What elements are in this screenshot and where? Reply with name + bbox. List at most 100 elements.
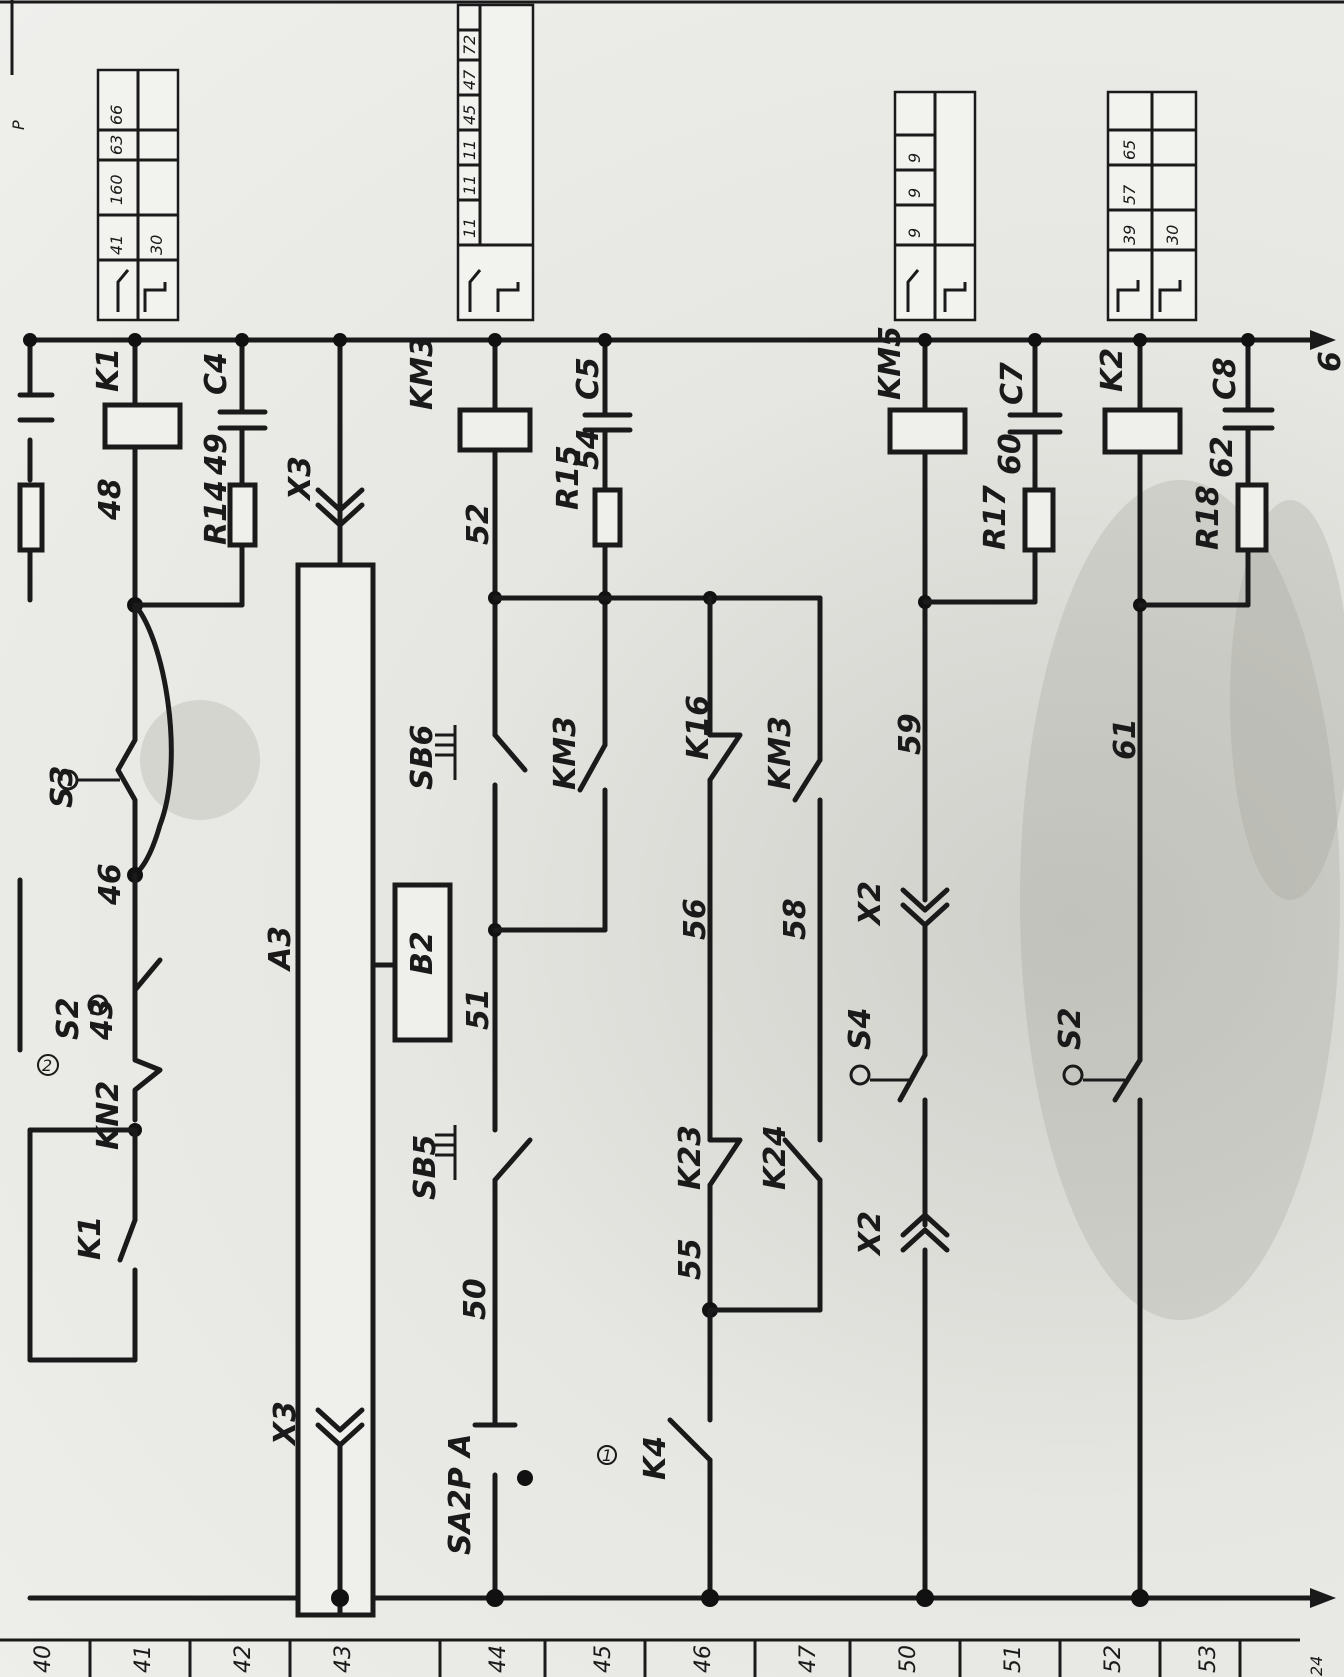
x2-right-label: X2 bbox=[853, 881, 888, 927]
c8-label: C8 bbox=[1208, 357, 1243, 400]
cell: 30 bbox=[147, 235, 166, 255]
x3-right-label: X3 bbox=[283, 456, 318, 502]
row-44-km3: KM3 52 SB6 51 SB5 50 SA2P A bbox=[405, 333, 533, 1607]
k2-coil bbox=[1102, 407, 1183, 455]
km5-contact-table: 9 9 9 bbox=[893, 90, 977, 322]
km3-contact1-label: KM3 bbox=[548, 716, 583, 790]
cell: 45 bbox=[460, 105, 479, 125]
km3-coil-label: KM3 bbox=[405, 336, 440, 410]
cell: 41 bbox=[107, 235, 126, 255]
s4-label: S4 bbox=[843, 1008, 878, 1050]
c5-label: C5 bbox=[571, 357, 606, 400]
node-55: 55 bbox=[673, 1238, 708, 1280]
row-number: 53 bbox=[1196, 1645, 1221, 1673]
node-52: 52 bbox=[461, 503, 496, 545]
node-58: 58 bbox=[778, 898, 813, 940]
row-number: 52 bbox=[1101, 1645, 1126, 1673]
node-60: 60 bbox=[993, 433, 1028, 475]
r15-label: R15 bbox=[551, 445, 586, 510]
km5-coil-label: KM5 bbox=[873, 326, 908, 400]
node-62: 62 bbox=[1205, 436, 1240, 478]
row-50-km5: KM5 59 X2 S4 X2 C7 60 R17 bbox=[843, 326, 1063, 1607]
k16-label: K16 bbox=[681, 695, 716, 760]
row-number: 42 bbox=[231, 1645, 256, 1673]
s2-top-label: S2 bbox=[51, 998, 86, 1040]
node-43: 43 bbox=[85, 998, 120, 1041]
k23-label: K23 bbox=[673, 1125, 708, 1190]
k2-coil-label: K2 bbox=[1095, 348, 1130, 392]
node-59: 59 bbox=[893, 713, 928, 755]
row-number: 43 bbox=[331, 1645, 356, 1673]
node-48: 48 bbox=[93, 478, 128, 521]
cell: 57 bbox=[1120, 184, 1139, 205]
row-45-c5-r15: C5 54 R15 KM3 bbox=[492, 333, 823, 933]
node-56: 56 bbox=[678, 898, 713, 940]
b2-label: B2 bbox=[405, 931, 440, 975]
rail-bottom-label: 24 bbox=[1307, 1656, 1326, 1676]
row-number: 44 bbox=[486, 1645, 511, 1673]
row-46-47: K16 56 K23 55 1 K4 KM3 58 K24 bbox=[597, 591, 823, 1607]
k4-label: K4 bbox=[638, 1436, 673, 1480]
r18-label: R18 bbox=[1191, 485, 1226, 550]
cell: 65 bbox=[1120, 140, 1139, 160]
edge-mark: Р bbox=[9, 120, 28, 130]
row-number: 50 bbox=[896, 1645, 921, 1673]
cell: 11 bbox=[460, 140, 479, 160]
km3-contact2-label: KM3 bbox=[763, 716, 798, 790]
rail-top-label: 6 bbox=[1313, 351, 1344, 372]
cell: 47 bbox=[460, 69, 479, 90]
row-42-c4-r14: C4 49 R14 bbox=[132, 333, 268, 608]
b2-block bbox=[392, 882, 453, 1043]
frame: Р bbox=[0, 0, 1344, 1053]
sb6-label: SB6 bbox=[405, 725, 440, 790]
row-number: 51 bbox=[1001, 1645, 1026, 1673]
node-54: 54 bbox=[571, 428, 606, 470]
node-61: 61 bbox=[1108, 718, 1143, 760]
node-51: 51 bbox=[461, 988, 496, 1030]
c7-label: C7 bbox=[995, 362, 1030, 405]
row-number: 41 bbox=[131, 1645, 156, 1673]
row-52-k2: K2 61 S2 C8 62 R18 bbox=[1053, 333, 1275, 1607]
cell: 9 bbox=[905, 153, 924, 163]
row-ruler: 40 41 42 43 44 45 46 47 50 51 52 53 bbox=[0, 1638, 1300, 1677]
circle-2: 2 bbox=[42, 1056, 52, 1075]
r14-label: R14 bbox=[199, 480, 234, 545]
cell: 160 bbox=[107, 174, 126, 205]
cell: 30 bbox=[1163, 225, 1182, 245]
sa2pa-label: SA2P A bbox=[443, 1434, 478, 1555]
cell: 63 bbox=[107, 135, 126, 155]
row-number: 47 bbox=[796, 1645, 821, 1673]
a3-label: A3 bbox=[263, 926, 298, 972]
row-40 bbox=[17, 333, 55, 603]
row-number: 40 bbox=[31, 1645, 56, 1673]
km3-contact-table: 11 11 11 45 47 72 bbox=[456, 3, 535, 322]
node-46: 46 bbox=[93, 863, 128, 906]
cell: 39 bbox=[1120, 225, 1139, 245]
circle-1: 1 bbox=[602, 1446, 612, 1465]
node-50: 50 bbox=[458, 1278, 493, 1320]
s2-bot-label: S2 bbox=[1053, 1008, 1088, 1050]
rail-bottom: 24 bbox=[27, 1588, 1336, 1676]
cell: 11 bbox=[460, 175, 479, 195]
row-number: 46 bbox=[691, 1645, 716, 1673]
r17-label: R17 bbox=[978, 485, 1013, 550]
x3-left-label: X3 bbox=[268, 1401, 303, 1447]
k1-contact-table: 41 160 63 66 30 bbox=[96, 68, 180, 322]
km5-coil bbox=[887, 407, 968, 455]
k1-contact-label: K1 bbox=[73, 1216, 108, 1260]
k1-coil-label: K1 bbox=[91, 348, 126, 392]
row-number: 45 bbox=[591, 1645, 616, 1673]
x2-left-label: X2 bbox=[853, 1211, 888, 1257]
node-49: 49 bbox=[199, 433, 234, 476]
km3-coil bbox=[457, 407, 533, 453]
cell: 72 bbox=[460, 35, 479, 55]
k1-coil bbox=[102, 402, 183, 450]
row-41-k1: K1 48 S3 46 S2 43 2 KN2 K1 bbox=[27, 333, 183, 1363]
a3-block bbox=[295, 562, 376, 1618]
c4-label: C4 bbox=[199, 352, 234, 395]
cell: 66 bbox=[107, 105, 126, 125]
sb5-label: SB5 bbox=[408, 1135, 443, 1200]
s3-label: S3 bbox=[45, 766, 80, 808]
